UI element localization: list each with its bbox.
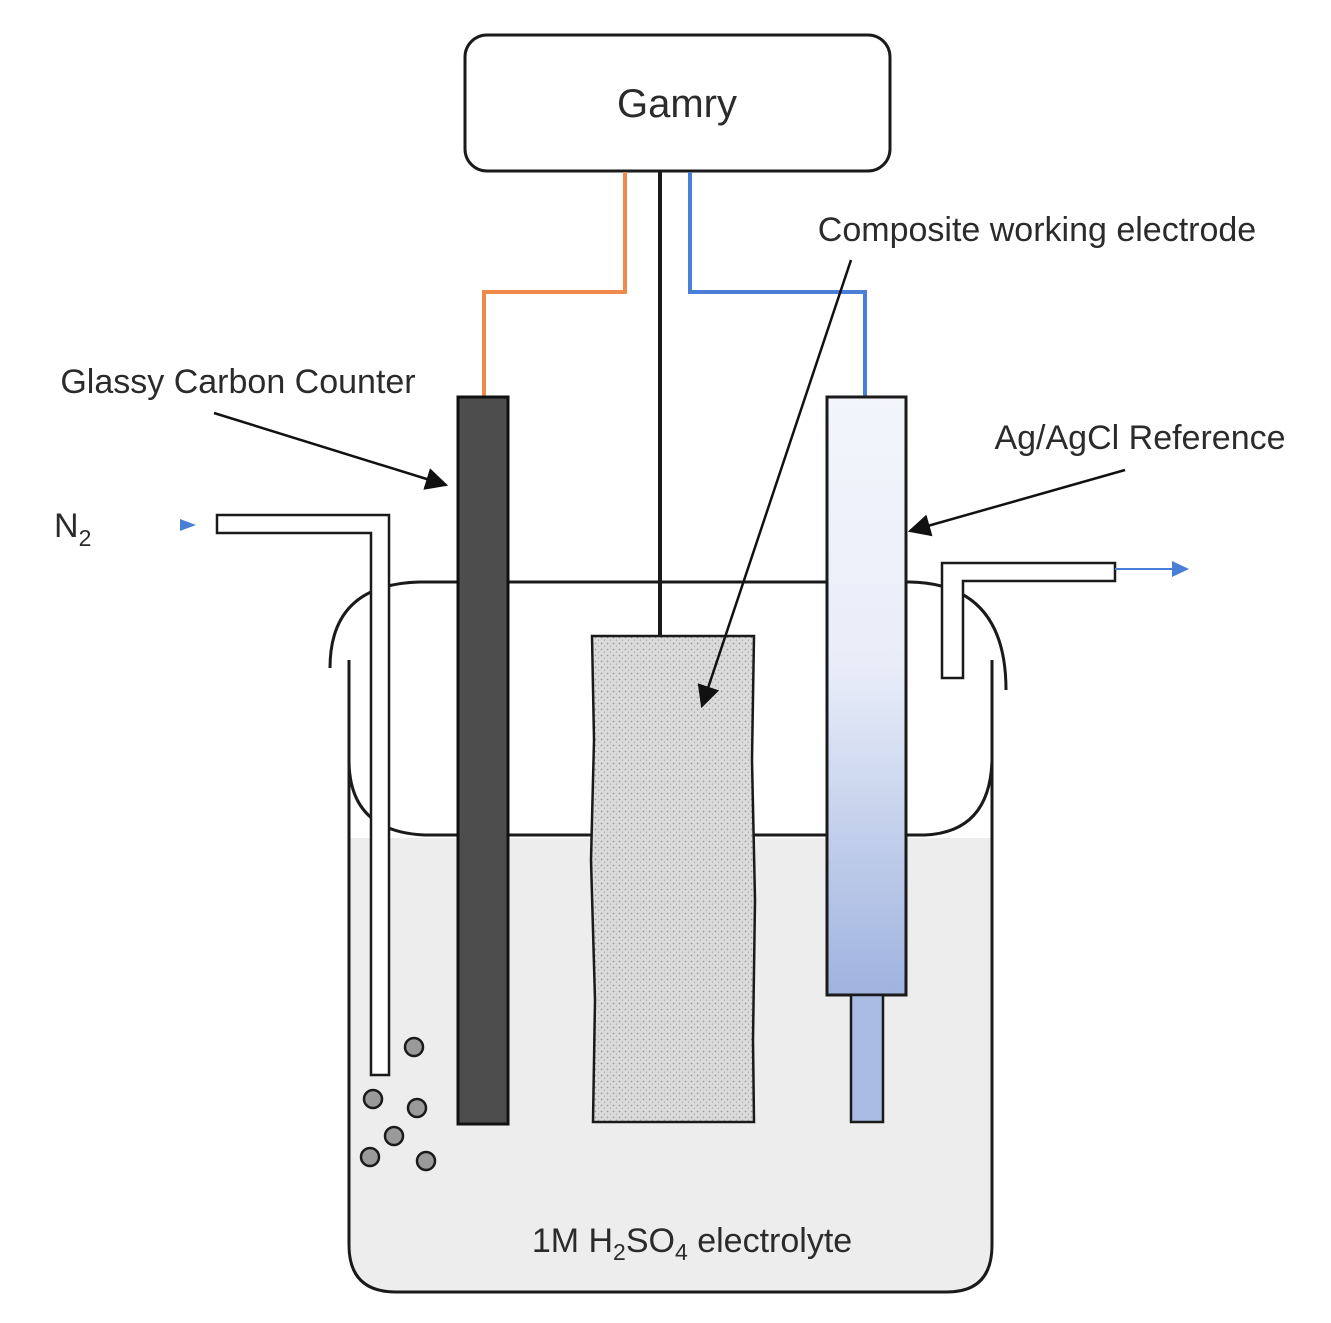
- n2-label-main: N: [54, 507, 79, 545]
- gas-outlet-tube: [940, 561, 1117, 680]
- beaker-lid: [328, 580, 1008, 691]
- working-electrode-label: Composite working electrode: [818, 211, 1256, 249]
- n2-bubbles: [359, 1036, 437, 1172]
- composite-working-electrode: [589, 634, 757, 1124]
- outflow-arrow-head: [1172, 561, 1189, 577]
- glassy-carbon-counter-electrode: [456, 395, 510, 1126]
- reference-leader-arrow: [907, 468, 1126, 537]
- counter-leader-arrow: [213, 411, 449, 490]
- electrolyte-label-mid: SO: [626, 1222, 675, 1260]
- beaker-body: [347, 660, 994, 1294]
- electrolyte-label-post: electrolyte: [688, 1222, 852, 1260]
- electrolyte-label-pre: 1M H: [532, 1222, 613, 1260]
- working-leader-arrow: [697, 259, 853, 709]
- electrolyte-label-sub2: 4: [675, 1239, 688, 1265]
- gamry-label: Gamry: [617, 82, 737, 126]
- ag-agcl-reference-electrode: [825, 395, 908, 997]
- counter-electrode-label: Glassy Carbon Counter: [60, 363, 415, 401]
- n2-label: N2: [54, 507, 91, 551]
- reference-electrode-tip: [849, 993, 885, 1124]
- n2-inlet-tube: [215, 513, 391, 1077]
- reference-electrode-label: Ag/AgCl Reference: [994, 419, 1285, 457]
- electrolyte-label: 1M H2SO4 electrolyte: [532, 1222, 852, 1265]
- n2-inflow-arrow: [180, 519, 196, 531]
- counter-wire: [482, 172, 627, 398]
- reference-wire: [688, 172, 867, 398]
- n2-label-subscript: 2: [79, 525, 92, 551]
- electrolyte-label-sub1: 2: [613, 1239, 626, 1265]
- gamry-box: [463, 33, 892, 173]
